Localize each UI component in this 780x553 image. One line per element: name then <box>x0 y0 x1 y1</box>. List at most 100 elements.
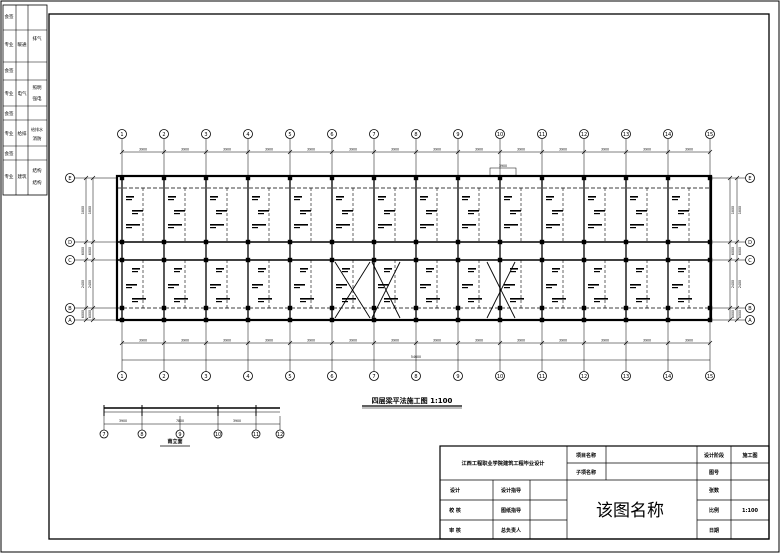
top-marker-box <box>489 167 517 177</box>
top-dim-tick <box>119 149 125 155</box>
axis-bubble-label: 5 <box>288 132 291 138</box>
left-signature-strip: 会签 专业 暖通 排气 会签 专业 电气 照明 强电 会签 专业 给排 给排水 … <box>2 4 48 196</box>
bottom-axis-10: 10 <box>495 371 505 381</box>
beam-note-mark <box>216 210 227 212</box>
axis-bubble-circle <box>537 371 547 381</box>
axis-bubble-circle <box>159 371 169 381</box>
beam-note-mark <box>252 284 263 286</box>
axis-bubble-label: 11 <box>539 374 545 380</box>
axis-bubble-circle <box>65 303 75 313</box>
section-dim-label: 3900 <box>233 419 241 423</box>
bottom-dim-label: 3900 <box>433 339 441 343</box>
design-stage-label: 设计阶段 <box>704 452 724 459</box>
left-dim-tick <box>83 239 89 245</box>
axis-bubble-circle <box>495 371 505 381</box>
beam-note-mark <box>504 287 510 289</box>
axis-bubble-label: 9 <box>178 432 181 438</box>
left-dim-tick <box>83 175 89 181</box>
beam-note-mark <box>636 268 644 270</box>
beam-note-mark <box>672 196 680 198</box>
axis-bubble-label: 2 <box>162 132 165 138</box>
axis-bubble-label: 13 <box>623 132 629 138</box>
axis-bubble-circle <box>705 129 715 139</box>
beam-note-mark <box>588 196 596 198</box>
top-dim-tick <box>413 149 419 155</box>
axis-bubble-circle <box>745 237 755 247</box>
beam-note-mark <box>636 301 642 303</box>
strip-water: 给排水 <box>31 126 43 132</box>
beam-note-mark <box>174 268 182 270</box>
top-axis-12: 12 <box>579 129 589 139</box>
bottom-dim-tick <box>119 340 125 346</box>
right-dim-2-tick <box>734 317 740 323</box>
beam-note-mark <box>126 284 137 286</box>
beam-note-mark <box>378 224 392 226</box>
beam-note-mark <box>678 271 684 273</box>
top-dim-tick <box>329 149 335 155</box>
axis-bubble-circle <box>117 129 127 139</box>
right-dim-label: 6000 <box>731 310 735 318</box>
beam-note-mark <box>420 199 426 201</box>
axis-bubble-circle <box>369 371 379 381</box>
right-dim-2-tick <box>734 305 740 311</box>
beam-note-mark <box>132 268 140 270</box>
left-dim-label: 6000 <box>81 310 85 318</box>
left-axis-C: C <box>65 255 75 265</box>
strip-major-4: 专业 <box>5 173 14 180</box>
right-dim-tick <box>727 257 733 263</box>
right-dim-2-tick <box>734 175 740 181</box>
left-dim-tick <box>83 305 89 311</box>
section-dim-label: 7800 <box>176 419 184 423</box>
top-dim-tick <box>581 149 587 155</box>
top-axis-7: 7 <box>369 129 379 139</box>
axis-bubble-label: 12 <box>277 432 283 438</box>
axis-bubble-circle <box>201 129 211 139</box>
axis-bubble-label: 6 <box>330 374 333 380</box>
bottom-axis-3: 3 <box>201 371 211 381</box>
beam-note-mark <box>336 287 342 289</box>
beam-note-mark <box>594 210 605 212</box>
bottom-axis-9: 9 <box>453 371 463 381</box>
beam-note-mark <box>552 268 560 270</box>
section-axis-8: 8 <box>137 429 147 439</box>
bottom-dim-label: 3900 <box>559 339 567 343</box>
strip-struct: 结构 <box>33 167 42 174</box>
axis-bubble-circle <box>285 371 295 381</box>
beam-note-mark <box>546 287 552 289</box>
top-dim-label: 3900 <box>601 148 609 152</box>
axis-bubble-circle <box>705 371 715 381</box>
beam-note-mark <box>132 213 138 215</box>
beam-note-mark <box>630 227 636 229</box>
axis-bubble-circle <box>327 371 337 381</box>
beam-note-mark <box>462 287 468 289</box>
left-dim-label: 1800 <box>81 206 85 214</box>
scale-value: 1:100 <box>742 508 758 514</box>
stair-cross-marks <box>334 261 516 319</box>
bottom-axis-12: 12 <box>579 371 589 381</box>
beam-note-mark <box>630 224 644 226</box>
beam-note-mark <box>546 224 560 226</box>
beam-note-mark <box>384 298 398 300</box>
beam-note-mark <box>252 196 260 198</box>
axis-bubble-label: E <box>748 176 751 182</box>
beam-note-mark <box>294 284 305 286</box>
beam-note-mark <box>384 213 390 215</box>
axis-bubble-label: B <box>68 306 72 312</box>
beam-note-mark <box>636 210 647 212</box>
axis-bubble-circle <box>251 429 261 439</box>
beam-note-mark <box>126 199 132 201</box>
axis-bubble-label: 8 <box>414 374 417 380</box>
left-axis-B: B <box>65 303 75 313</box>
axis-bubble-circle <box>411 371 421 381</box>
axis-bubble-label: 7 <box>372 132 375 138</box>
beam-note-mark <box>294 224 308 226</box>
beam-note-mark <box>420 196 428 198</box>
beam-note-mark <box>468 271 474 273</box>
title-block: 江西工程职业学院建筑工程毕业设计 项目名称 子项名称 设计阶段 施工图 图号 设… <box>439 445 770 540</box>
top-dim-label: 3900 <box>265 148 273 152</box>
beam-note-mark <box>510 298 524 300</box>
